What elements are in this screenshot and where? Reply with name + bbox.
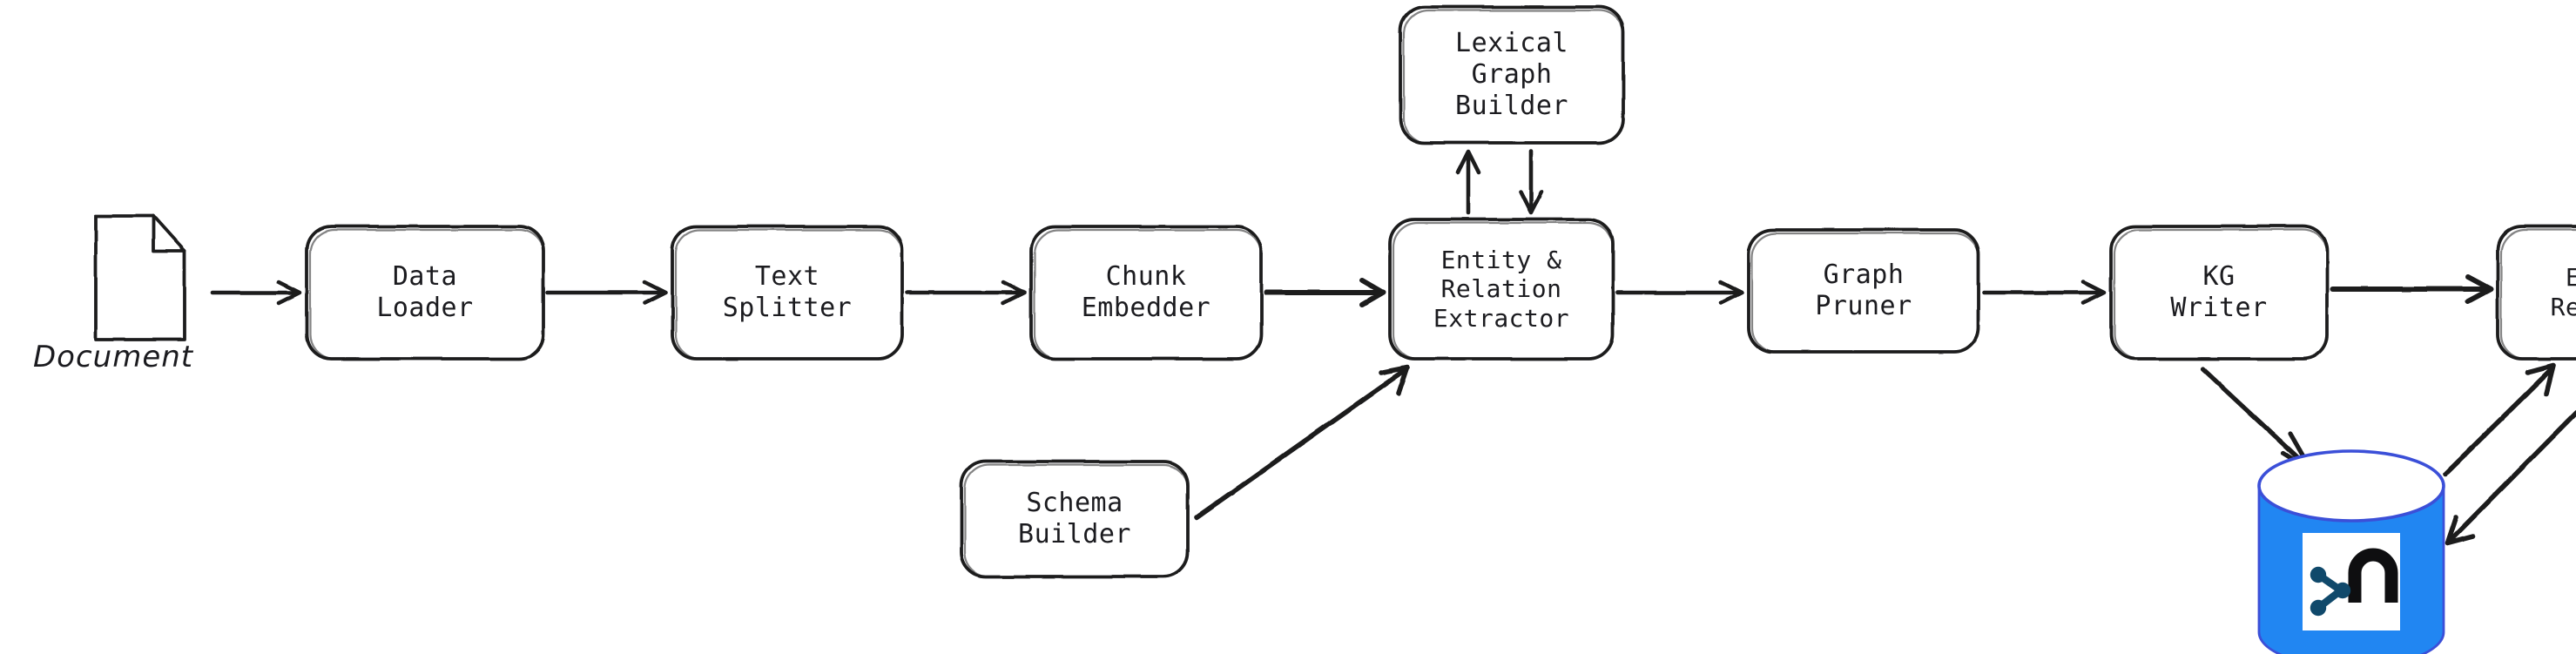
node-outline-kg-writer <box>2109 225 2329 361</box>
neo4j-database-cylinder[interactable] <box>2257 449 2445 654</box>
arrow-lexical-graph-builder-to-entity-relation-extractor <box>1518 149 1544 215</box>
neo4j-nodes-glyph <box>2310 566 2351 617</box>
neo4j-arc-glyph <box>2348 548 2398 603</box>
node-outline-graph-pruner <box>1747 228 1980 354</box>
node-outline-data-loader <box>305 225 545 361</box>
node-graph-pruner[interactable]: Graph Pruner <box>1815 260 1912 321</box>
node-outline-lexical-graph-builder <box>1399 5 1625 145</box>
arrow-text-splitter-to-chunk-embedder <box>905 280 1027 306</box>
node-data-loader[interactable]: Data Loader <box>376 261 474 323</box>
node-outline-schema-builder <box>960 460 1190 578</box>
arrow-document-to-data-loader <box>210 280 302 306</box>
node-kg-writer[interactable]: KG Writer <box>2170 261 2268 323</box>
node-entity-relation-extractor[interactable]: Entity & Relation Extractor <box>1433 245 1570 333</box>
arrow-entity-resolver-to-database <box>2445 409 2576 546</box>
arrow-entity-relation-extractor-to-graph-pruner <box>1615 280 1744 306</box>
node-outline-text-splitter <box>671 225 904 361</box>
arrow-kg-writer-to-database <box>2201 367 2314 473</box>
node-chunk-embedder[interactable]: Chunk Embedder <box>1081 261 1211 323</box>
arrow-schema-builder-to-entity-relation-extractor <box>1194 365 1410 520</box>
node-text-splitter[interactable]: Text Splitter <box>722 261 853 323</box>
arrow-entity-relation-extractor-to-lexical-graph-builder <box>1455 149 1481 215</box>
arrow-kg-writer-to-entity-resolver <box>2330 274 2493 304</box>
node-entity-resolver[interactable]: Entity Resolver <box>2550 263 2576 321</box>
node-outline-entity-resolver <box>2496 225 2576 361</box>
node-schema-builder[interactable]: Schema Builder <box>1018 488 1131 549</box>
arrow-chunk-embedder-to-entity-relation-extractor <box>1264 278 1386 307</box>
arrow-graph-pruner-to-kg-writer <box>1981 280 2107 306</box>
node-outline-entity-relation-extractor <box>1388 218 1615 361</box>
node-lexical-graph-builder[interactable]: Lexical Graph Builder <box>1455 28 1568 121</box>
arrow-data-loader-to-text-splitter <box>544 280 668 306</box>
document-icon <box>94 214 186 341</box>
arrow-database-to-entity-resolver <box>2443 363 2556 476</box>
document-label: Document <box>33 340 194 374</box>
node-outline-chunk-embedder <box>1029 225 1263 361</box>
